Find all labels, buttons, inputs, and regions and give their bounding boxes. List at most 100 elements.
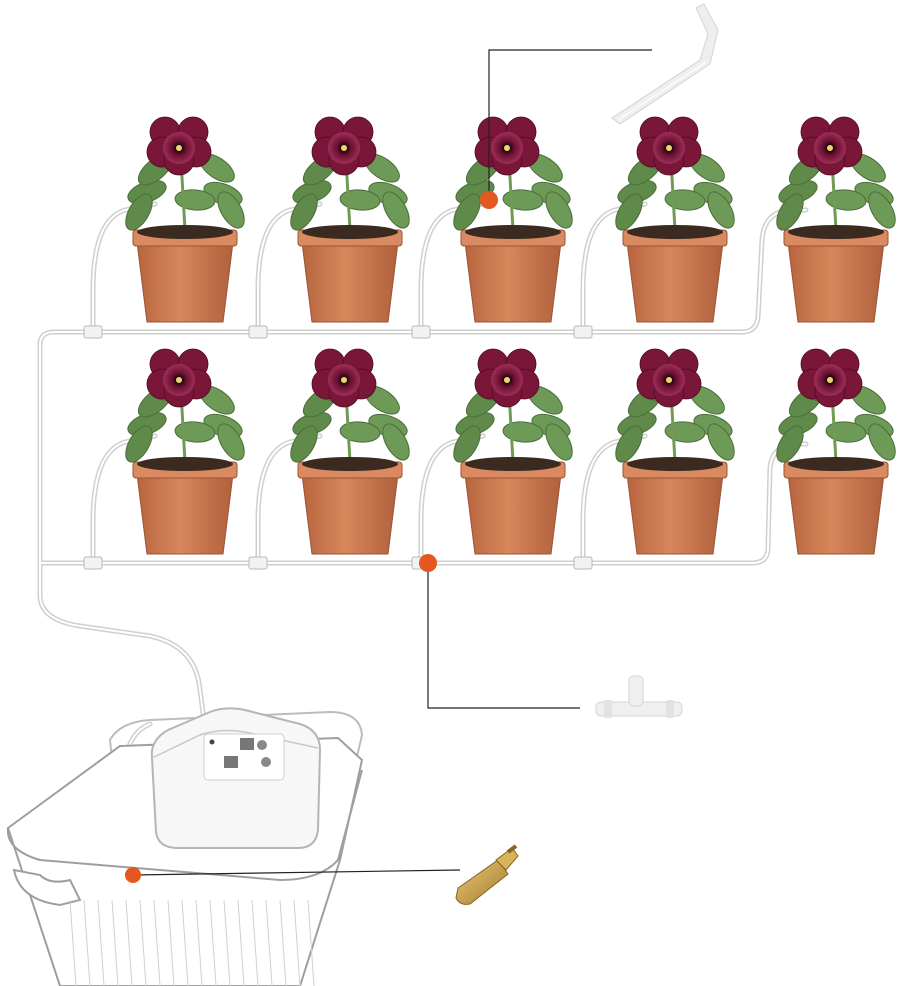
tee-connector bbox=[573, 556, 593, 570]
leaf bbox=[707, 423, 735, 461]
drip-line-highlight bbox=[420, 435, 484, 564]
flower-eye bbox=[504, 145, 510, 151]
water-pump-controller bbox=[150, 707, 322, 849]
drip-line-highlight bbox=[92, 203, 156, 333]
flower-eye bbox=[827, 377, 833, 383]
bucket-rib bbox=[223, 899, 231, 986]
bucket-rib bbox=[139, 899, 147, 986]
soil bbox=[627, 457, 723, 471]
soil bbox=[788, 225, 884, 239]
flower-pot bbox=[453, 348, 573, 555]
drip-line-highlight bbox=[257, 435, 321, 564]
leaf bbox=[382, 191, 410, 229]
bucket-rib bbox=[125, 899, 133, 986]
tee-connector bbox=[573, 325, 593, 339]
pot-body bbox=[626, 473, 724, 555]
bucket-rib bbox=[293, 899, 301, 986]
set-button[interactable] bbox=[261, 757, 271, 767]
leaf bbox=[382, 423, 410, 461]
callout-dot-drip-stake bbox=[480, 191, 498, 209]
leaf bbox=[868, 423, 896, 461]
main-tube-2 bbox=[37, 560, 207, 723]
brass-filter-icon bbox=[455, 844, 519, 905]
soil bbox=[302, 225, 398, 239]
pot-body bbox=[301, 473, 399, 555]
flower-eye bbox=[666, 145, 672, 151]
flower-pot bbox=[125, 348, 245, 555]
tee-connector bbox=[83, 325, 103, 339]
leaf bbox=[217, 191, 245, 229]
callout-line-drip-stake bbox=[488, 49, 652, 198]
leaf bbox=[290, 425, 318, 463]
mode-button[interactable] bbox=[257, 740, 267, 750]
flower-eye bbox=[341, 377, 347, 383]
soil bbox=[788, 457, 884, 471]
leaf bbox=[707, 191, 735, 229]
bucket-rib bbox=[307, 899, 315, 986]
pot-body bbox=[464, 241, 562, 323]
bucket-rib bbox=[209, 899, 217, 986]
drip-line-highlight bbox=[420, 203, 484, 333]
pot-body bbox=[464, 473, 562, 555]
bucket-rib bbox=[279, 899, 287, 986]
pot-body bbox=[626, 241, 724, 323]
bucket-handle bbox=[12, 868, 82, 907]
flower-pot bbox=[290, 348, 410, 555]
tee-connector bbox=[83, 556, 103, 570]
flower-pot bbox=[776, 348, 896, 555]
soil bbox=[627, 225, 723, 239]
bucket-rib bbox=[181, 899, 189, 986]
leaf bbox=[776, 193, 804, 231]
pot-body bbox=[136, 241, 234, 323]
bucket-rib bbox=[69, 899, 77, 986]
controller-top bbox=[151, 729, 319, 759]
flower-pot bbox=[615, 116, 735, 323]
soil bbox=[302, 457, 398, 471]
bucket-rim bbox=[6, 769, 363, 882]
flower-pot bbox=[125, 116, 245, 323]
soil bbox=[465, 457, 561, 471]
bucket-rib bbox=[195, 899, 203, 986]
leaf bbox=[615, 193, 643, 231]
callout-line-filter bbox=[132, 869, 461, 876]
flower-eye bbox=[504, 377, 510, 383]
display-grid-icon bbox=[240, 738, 254, 750]
leaf bbox=[125, 193, 153, 231]
soil bbox=[465, 225, 561, 239]
leaf bbox=[217, 423, 245, 461]
soil bbox=[137, 225, 233, 239]
leaf bbox=[615, 425, 643, 463]
pots-group bbox=[125, 116, 896, 555]
flower-eye bbox=[341, 145, 347, 151]
power-led bbox=[209, 739, 215, 745]
bucket-rib bbox=[97, 899, 105, 986]
drip-stake-icon bbox=[611, 3, 719, 125]
bucket-rib bbox=[111, 899, 119, 986]
bucket-ribs bbox=[69, 899, 315, 986]
leaf bbox=[125, 425, 153, 463]
bucket-rib bbox=[153, 899, 161, 986]
bucket-back-rim bbox=[108, 710, 364, 842]
flower-eye bbox=[827, 145, 833, 151]
flower-eye bbox=[176, 145, 182, 151]
callout-line-tee-connector bbox=[427, 563, 580, 709]
tee-connector bbox=[248, 325, 268, 339]
leaf bbox=[453, 425, 481, 463]
flower-pot bbox=[290, 116, 410, 323]
flower-eye bbox=[176, 377, 182, 383]
drip-line-highlight bbox=[257, 203, 321, 333]
leaf bbox=[290, 193, 318, 231]
bucket-rib bbox=[265, 899, 273, 986]
pot-body bbox=[136, 473, 234, 555]
flower-pot bbox=[776, 116, 896, 323]
leaf bbox=[776, 425, 804, 463]
callout-dot-tee-connector bbox=[419, 554, 437, 572]
leaf bbox=[545, 423, 573, 461]
control-buttons[interactable] bbox=[209, 738, 272, 768]
drip-line-highlight bbox=[92, 435, 156, 564]
tee-connector-icon bbox=[595, 675, 683, 718]
leaf bbox=[545, 191, 573, 229]
drip-line-highlight bbox=[582, 203, 646, 333]
